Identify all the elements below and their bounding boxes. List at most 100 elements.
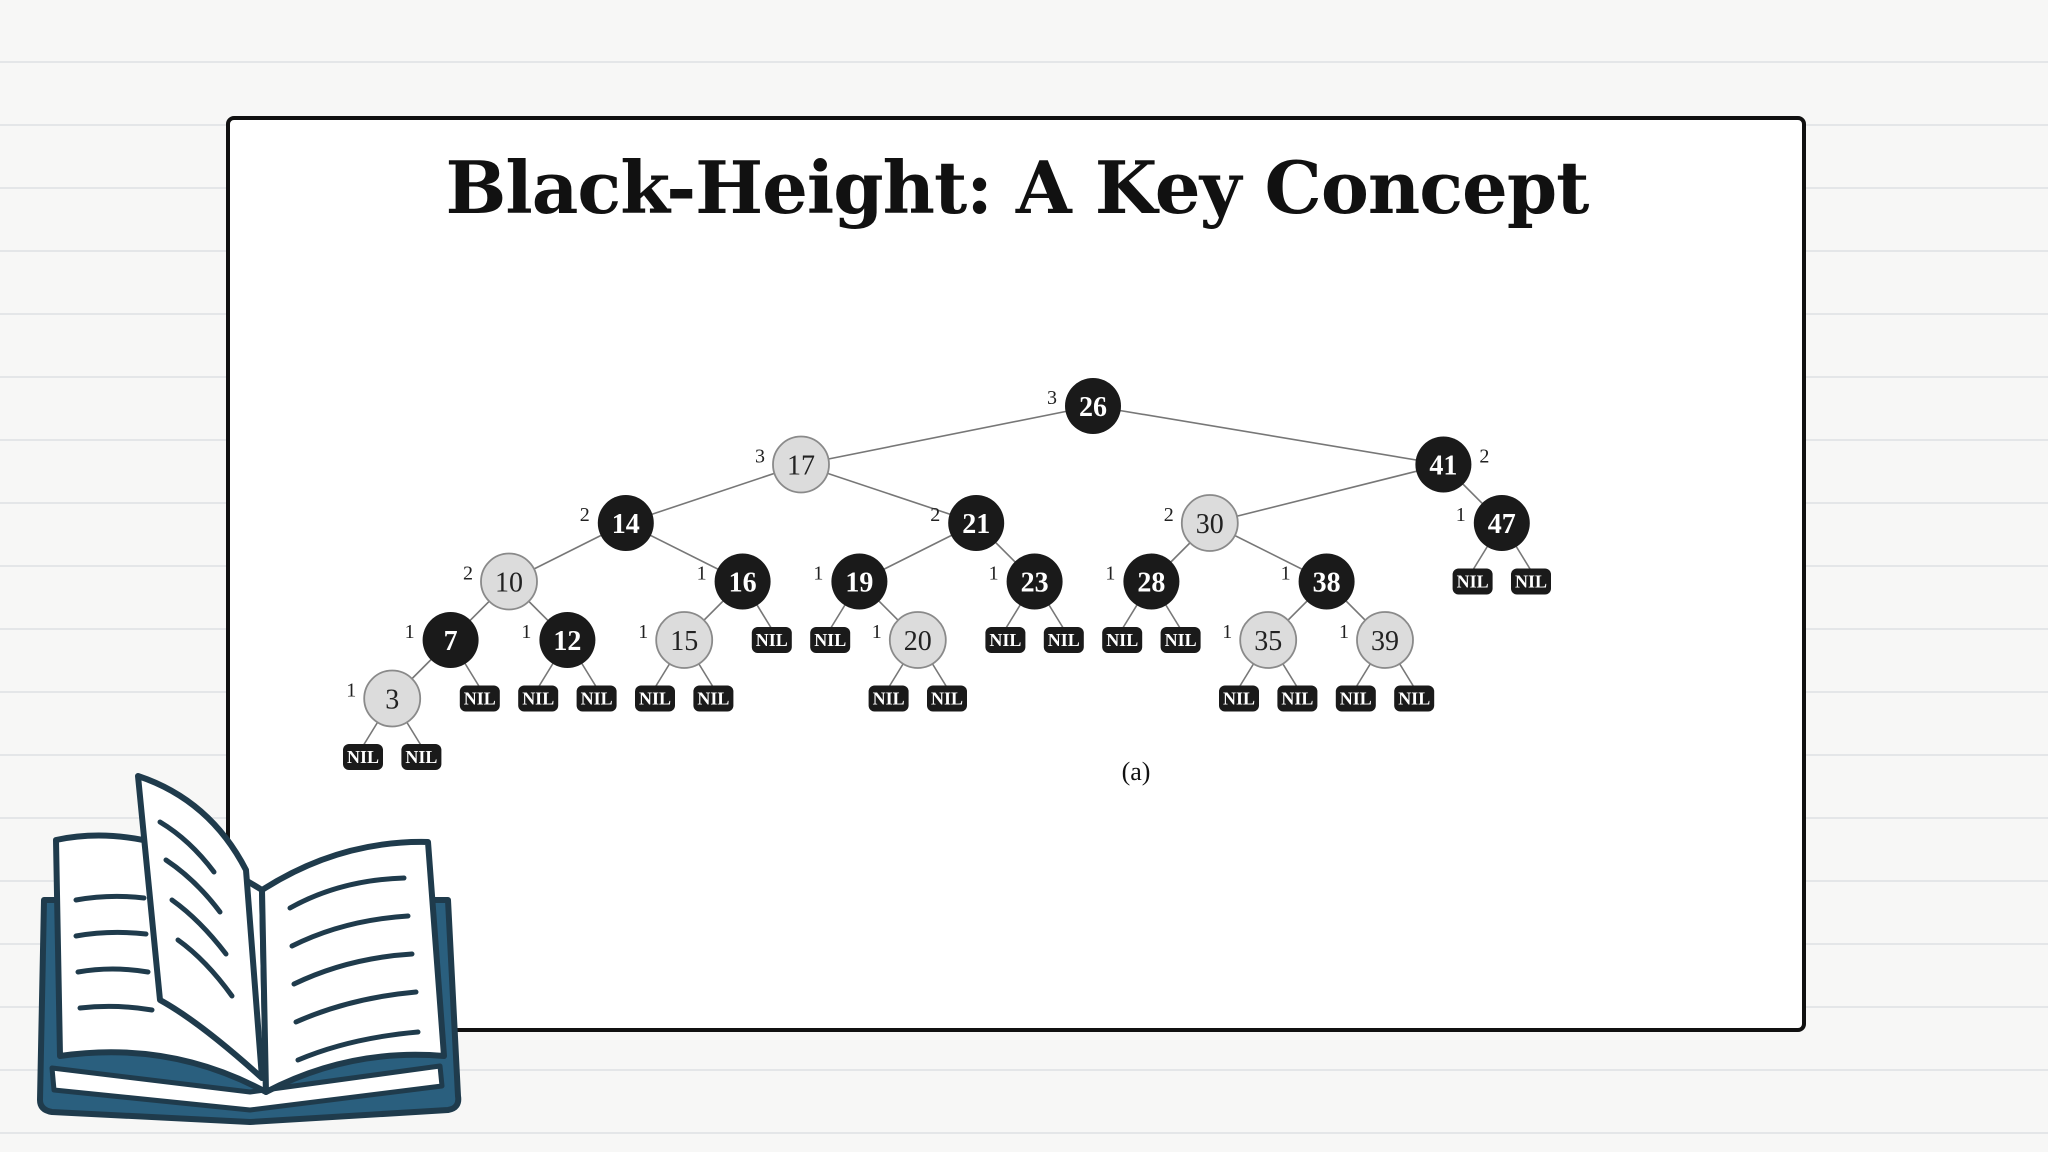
nil-leaf: NIL <box>459 685 500 712</box>
node-circle <box>1065 378 1121 434</box>
nil-label: NIL <box>464 689 496 709</box>
node-circle <box>422 612 479 668</box>
nil-box <box>1219 685 1259 712</box>
nil-leaf: NIL <box>518 685 559 712</box>
node-circle <box>597 495 654 551</box>
tree-node-26: 26 3 <box>1047 378 1121 434</box>
nil-box <box>343 744 383 770</box>
nil-label: NIL <box>347 747 379 767</box>
nil-box <box>693 685 734 712</box>
tree-edge <box>800 405 1094 466</box>
node-key: 38 <box>1313 568 1341 599</box>
node-key: 47 <box>1488 509 1516 540</box>
black-height-label: 1 <box>638 621 648 643</box>
node-circle <box>714 553 771 610</box>
nil-leaf: NIL <box>343 744 383 770</box>
tree-edge <box>625 463 802 524</box>
black-height-label: 2 <box>1479 446 1489 468</box>
tree-node-16: 16 1 <box>697 553 771 610</box>
node-key: 10 <box>495 568 523 599</box>
nil-label: NIL <box>873 689 905 709</box>
nil-box <box>1043 627 1084 653</box>
nil-label: NIL <box>405 747 437 767</box>
node-circle <box>655 611 714 669</box>
tree-node-14: 142 <box>580 495 654 551</box>
node-circle <box>539 612 596 668</box>
tree-edge <box>1209 463 1444 524</box>
tree-node-41: 41 2 <box>1415 436 1489 493</box>
nil-leaf: NIL <box>1335 685 1376 712</box>
nil-leaf: NIL <box>1043 627 1084 653</box>
nil-leaf: NIL <box>1219 685 1259 712</box>
tree-node-15: 15 1 <box>638 611 714 669</box>
nil-leaf: NIL <box>927 685 967 712</box>
nil-label: NIL <box>989 630 1021 650</box>
node-key: 12 <box>553 626 581 657</box>
black-height-label: 1 <box>1456 504 1466 526</box>
nil-label: NIL <box>931 689 963 709</box>
black-height-label: 3 <box>1047 387 1057 409</box>
node-key: 30 <box>1196 509 1224 540</box>
node-key: 26 <box>1079 392 1107 423</box>
tree-node-47: 47 1 <box>1456 495 1530 551</box>
nil-label: NIL <box>639 689 671 709</box>
tree-node-39: 39 1 <box>1339 611 1414 669</box>
nil-leaf: NIL <box>1277 685 1318 712</box>
node-circle <box>1239 611 1298 669</box>
node-circle <box>363 669 422 728</box>
node-key: 41 <box>1429 451 1457 482</box>
nil-label: NIL <box>1106 630 1138 650</box>
black-height-label: 1 <box>1339 621 1349 643</box>
node-key: 21 <box>962 509 990 540</box>
tree-node-7: 71 <box>405 612 479 668</box>
nil-box <box>1335 685 1376 712</box>
node-key: 15 <box>670 626 698 657</box>
nil-leaf: NIL <box>1102 627 1143 653</box>
nil-box <box>401 744 442 770</box>
nil-label: NIL <box>697 689 729 709</box>
node-circle <box>1298 553 1355 610</box>
node-circle <box>480 552 538 611</box>
nil-leaf: NIL <box>1394 685 1435 712</box>
node-key: 7 <box>444 626 458 657</box>
node-key: 16 <box>729 568 757 599</box>
open-book-icon <box>37 773 462 1125</box>
black-height-label: 1 <box>1105 563 1115 585</box>
black-height-label: 1 <box>872 621 882 643</box>
node-key: 39 <box>1371 626 1399 657</box>
nil-box <box>635 685 675 712</box>
tree-nodes: NIL NIL NIL NIL NIL NIL NIL NIL NIL NIL NIL NIL NIL N… <box>343 378 1551 770</box>
tree-node-30: 302 <box>1164 494 1239 552</box>
nil-leaf: NIL <box>635 685 675 712</box>
black-height-label: 1 <box>697 563 707 585</box>
node-circle <box>1415 436 1472 493</box>
black-height-label: 1 <box>405 621 415 643</box>
node-circle <box>1123 553 1180 610</box>
nil-box <box>927 685 967 712</box>
nil-leaf: NIL <box>1160 627 1201 653</box>
node-circle <box>831 553 888 610</box>
nil-label: NIL <box>1223 689 1255 709</box>
nil-box <box>1160 627 1201 653</box>
nil-leaf: NIL <box>693 685 734 712</box>
black-height-label: 1 <box>346 680 356 702</box>
tree-node-35: 351 <box>1222 611 1298 669</box>
nil-label: NIL <box>581 689 613 709</box>
nil-leaf: NIL <box>401 744 442 770</box>
tree-node-28: 281 <box>1105 553 1180 610</box>
node-key: 14 <box>612 509 640 540</box>
nil-leaf: NIL <box>1511 568 1551 595</box>
tree-node-23: 231 <box>989 553 1063 610</box>
nil-label: NIL <box>1281 689 1313 709</box>
node-key: 23 <box>1021 568 1049 599</box>
tree-node-12: 121 <box>521 612 596 668</box>
nil-box <box>1394 685 1435 712</box>
black-height-label: 1 <box>813 563 823 585</box>
nil-box <box>576 685 617 712</box>
figure-caption: (a) <box>1122 757 1151 786</box>
nil-leaf: NIL <box>868 685 909 712</box>
nil-leaf: NIL <box>576 685 617 712</box>
slide-title: Black-Height: A Key Concept <box>445 145 1590 230</box>
nil-label: NIL <box>814 630 846 650</box>
node-circle <box>1180 494 1239 552</box>
